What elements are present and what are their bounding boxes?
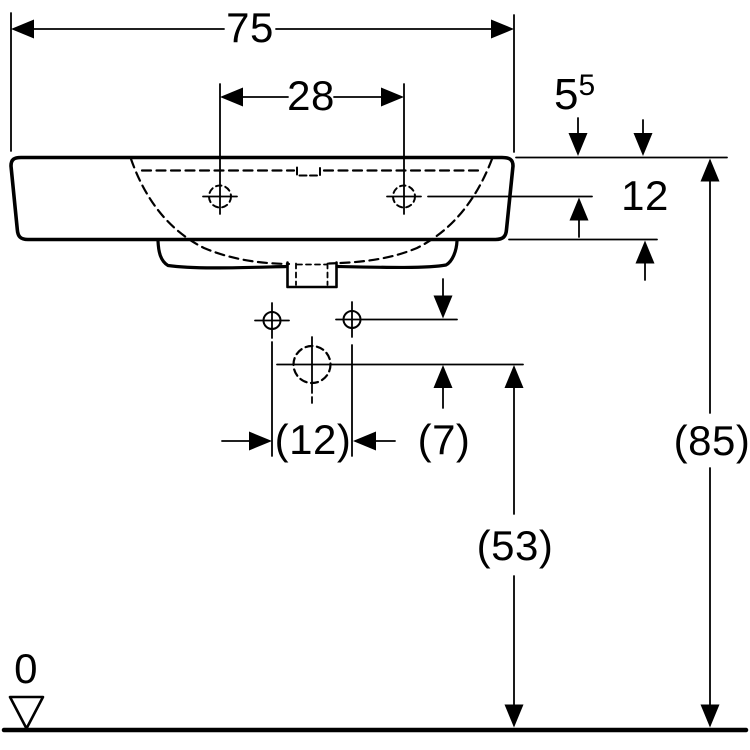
label-tap-hole-spacing: 28 xyxy=(287,72,335,119)
dim-basin-height-12 xyxy=(633,119,655,281)
label-overall-width: 75 xyxy=(226,4,274,51)
dim-rim-edge-55 xyxy=(568,117,589,238)
label-fixing-hole-spacing: (12) xyxy=(274,416,352,463)
label-outlet-height: (53) xyxy=(476,522,554,569)
fixing-hole-left xyxy=(254,302,290,339)
dim-fixing-spacing-12 xyxy=(221,341,396,457)
drain-outlet-box xyxy=(286,261,338,289)
label-basin-height: 12 xyxy=(621,172,669,219)
label-rim-top-height: (85) xyxy=(673,417,750,464)
fixing-hole-right xyxy=(335,301,458,338)
bowl-hidden-edges xyxy=(129,157,494,266)
dim-rim-height-85 xyxy=(700,158,720,728)
dim-overall-width-75 xyxy=(10,12,515,153)
label-rim-edge-superscript: 5 xyxy=(578,69,596,102)
label-fixing-to-outlet: (7) xyxy=(417,416,471,463)
label-rim-edge-main: 5 xyxy=(554,70,579,119)
label-floor-datum: 0 xyxy=(14,645,38,692)
washbasin-apron xyxy=(156,239,459,270)
reference-lines-right xyxy=(508,156,728,241)
washbasin-body-outline xyxy=(9,155,515,242)
drain-centre-symbol xyxy=(276,336,524,404)
overflow-mark xyxy=(296,166,321,177)
dim-outlet-height-53 xyxy=(504,365,524,728)
dim-fixing-to-outlet-7 xyxy=(433,278,453,409)
dim-tap-spacing-28 xyxy=(219,83,405,215)
datum-triangle xyxy=(8,695,45,730)
